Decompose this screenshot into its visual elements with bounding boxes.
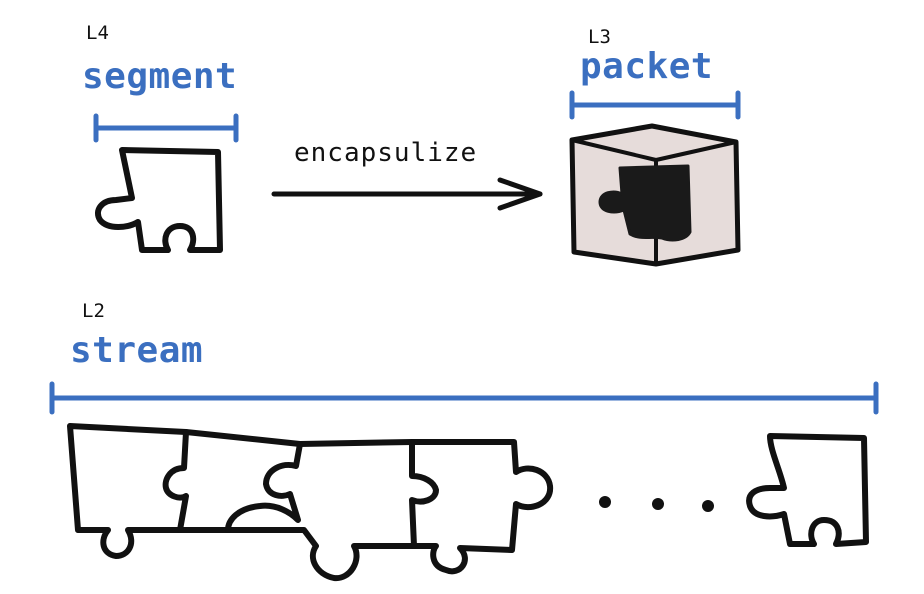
encapsulize-label: encapsulize [294, 138, 478, 168]
segment-bracket [93, 113, 239, 143]
packet-layer-label: L3 [588, 26, 611, 48]
stream-end-puzzle-piece-icon [746, 433, 869, 547]
encapsulize-arrow-right-icon [271, 177, 543, 211]
segment-layer-label: L4 [86, 22, 109, 44]
packet-puzzle-piece-icon [598, 164, 692, 242]
stream-bracket [49, 381, 879, 415]
ellipsis-dots-icon [599, 496, 714, 512]
segment-label: segment [82, 56, 238, 97]
packet-box-icon [569, 123, 741, 267]
segment-puzzle-piece-icon [95, 147, 223, 253]
stream-layer-label: L2 [82, 300, 105, 322]
stream-label: stream [70, 330, 204, 371]
packet-label: packet [580, 46, 714, 87]
stream-puzzle-strip-icon [67, 423, 554, 582]
packet-bracket [569, 90, 741, 120]
